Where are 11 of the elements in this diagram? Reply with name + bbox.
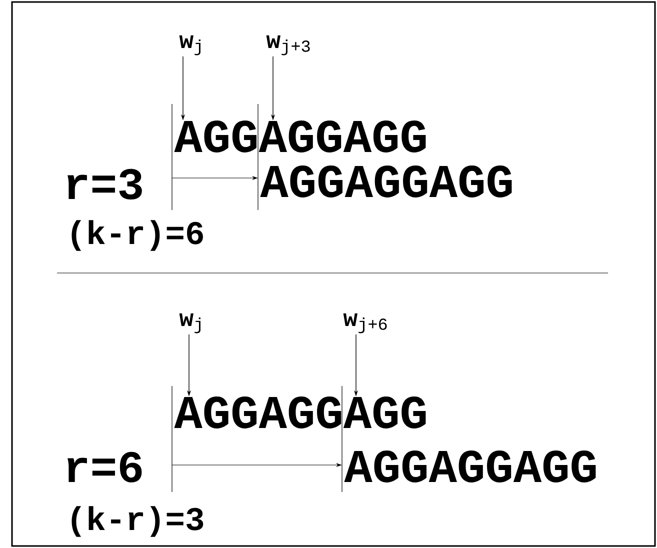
index-label: w$_{j+3}$ — [266, 35, 310, 56]
sequence-text: AGGAGGAGG — [344, 450, 596, 482]
index-label: w$_{j}$ — [179, 313, 200, 334]
overlap-label: (k-r)=6 — [72, 220, 203, 251]
shift-label: r=3 — [68, 168, 142, 200]
index-label: w$_{j+6}$ — [343, 313, 387, 334]
shift-label: r=6 — [68, 452, 142, 482]
shift-arrow — [172, 104, 258, 210]
index-label: w$_{j}$ — [179, 35, 200, 56]
overlap-label: (k-r)=3 — [72, 506, 204, 537]
sequence-text: AGGAGGAGG — [260, 166, 512, 198]
